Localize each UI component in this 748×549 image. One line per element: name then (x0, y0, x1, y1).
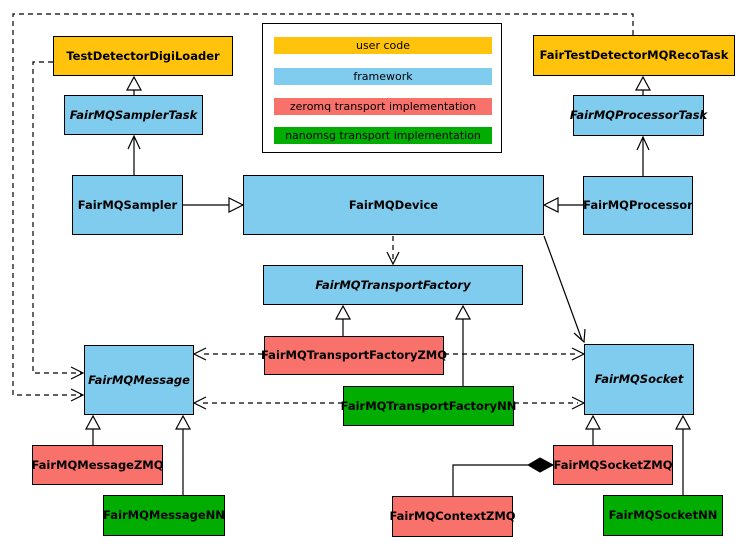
node-label: FairMQTransportFactory (315, 277, 471, 292)
node-label: FairMQContextZMQ (389, 509, 516, 524)
legend-label: zeromq transport implementation (289, 100, 477, 113)
node-fairmq-processor: FairMQProcessor (583, 176, 693, 235)
node-fairmq-socket-nn: FairMQSocketNN (603, 495, 723, 536)
legend-item-user-code: user code (274, 37, 492, 54)
legend: user code framework zeromq transport imp… (262, 23, 502, 153)
node-label: TestDetectorDigiLoader (66, 48, 220, 63)
node-label: FairMQTransportFactoryZMQ (261, 348, 448, 363)
node-label: FairMQSocketNN (608, 508, 718, 523)
node-fairmq-processor-task: FairMQProcessorTask (569, 95, 708, 136)
node-label: FairMQSocketZMQ (553, 457, 673, 472)
node-fairmq-transport-factory-nn: FairMQTransportFactoryNN (340, 386, 517, 426)
legend-item-framework: framework (274, 68, 492, 85)
legend-label: framework (353, 70, 413, 83)
node-label: FairMQProcessorTask (569, 108, 708, 123)
node-label: FairMQSocket (594, 372, 684, 387)
node-label: FairMQMessageNN (103, 508, 225, 523)
node-label: FairMQDevice (348, 197, 439, 212)
node-fairmq-message-nn: FairMQMessageNN (103, 495, 225, 536)
node-fairmq-transport-factory: FairMQTransportFactory (263, 265, 523, 305)
legend-item-nanomsg: nanomsg transport implementation (274, 127, 492, 144)
legend-label: nanomsg transport implementation (285, 129, 481, 142)
node-label: FairMQSampler (77, 197, 178, 212)
node-label: FairMQMessage (88, 372, 190, 387)
node-test-detector-digi-loader: TestDetectorDigiLoader (53, 36, 233, 76)
node-fairmq-message-zmq: FairMQMessageZMQ (31, 445, 164, 485)
node-fairmq-transport-factory-zmq: FairMQTransportFactoryZMQ (261, 336, 448, 375)
node-label: FairMQSamplerTask (69, 107, 198, 122)
node-label: FairMQTransportFactoryNN (340, 398, 517, 413)
node-fairmq-sampler-task: FairMQSamplerTask (64, 95, 203, 135)
node-fairmq-context-zmq: FairMQContextZMQ (389, 496, 516, 537)
legend-label: user code (355, 39, 411, 52)
node-fair-test-detector-mq-reco-task: FairTestDetectorMQRecoTask (533, 35, 735, 76)
node-fairmq-message: FairMQMessage (84, 345, 194, 415)
node-label: FairTestDetectorMQRecoTask (539, 48, 729, 63)
node-fairmq-socket-zmq: FairMQSocketZMQ (553, 445, 673, 485)
node-fairmq-socket: FairMQSocket (584, 344, 694, 415)
node-label: FairMQProcessor (583, 198, 693, 213)
legend-item-zeromq: zeromq transport implementation (274, 98, 492, 115)
node-fairmq-device: FairMQDevice (243, 175, 544, 235)
node-label: FairMQMessageZMQ (31, 457, 164, 472)
node-fairmq-sampler: FairMQSampler (72, 175, 183, 235)
